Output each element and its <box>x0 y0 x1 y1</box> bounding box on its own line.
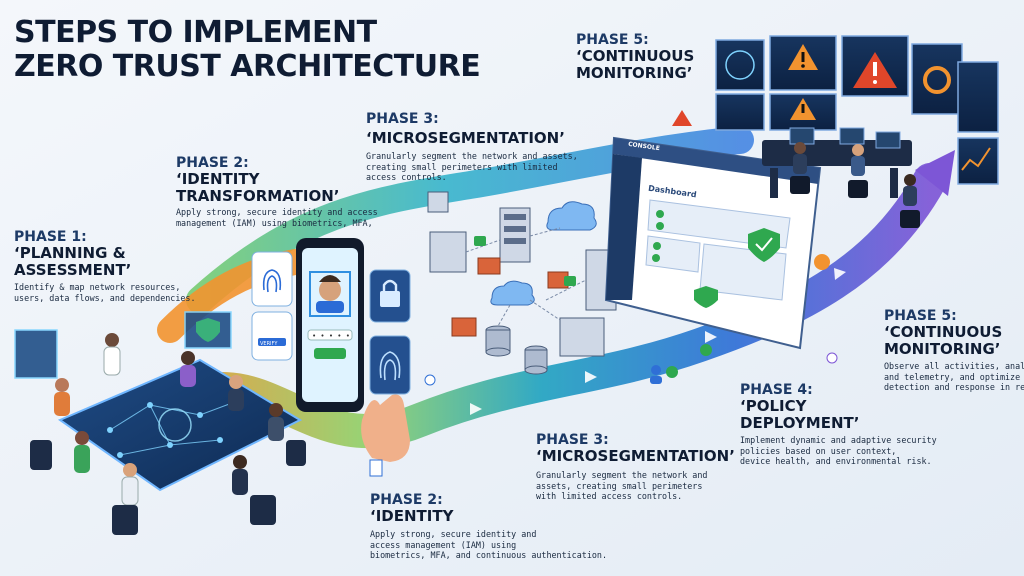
cloud-icon <box>546 201 597 231</box>
phase-desc: biometrics, MFA, and continuous authenti… <box>370 550 607 560</box>
verify-button: VERIFY <box>260 341 278 347</box>
doc-icon <box>369 459 383 477</box>
phase-desc: users, data flows, and dependencies. <box>14 292 196 303</box>
phase-name: ‘MICROSEGMENTATION’ <box>366 129 565 147</box>
shield-check-icon <box>748 228 780 262</box>
hand <box>361 394 410 462</box>
page-title: STEPS TO IMPLEMENT ZERO TRUST ARCHITECTU… <box>14 15 481 84</box>
phase-5-top-block: PHASE 5: ‘CONTINUOUS MONITORING’ <box>576 32 694 82</box>
meeting-table-scene <box>14 311 306 535</box>
title-line-2: ZERO TRUST ARCHITECTURE <box>14 49 481 84</box>
dashboard-panel <box>604 136 830 350</box>
network-scene <box>427 191 617 375</box>
phase-desc: access management (IAM) using <box>370 539 517 550</box>
process-arrow-head <box>915 150 955 196</box>
phase-label: PHASE 2: <box>370 492 443 508</box>
phase-desc: Apply strong, secure identity and <box>370 529 537 539</box>
fingerprint-icon <box>262 269 282 293</box>
phase-name: ‘POLICY <box>740 397 807 415</box>
phase-label: PHASE 2: <box>176 155 249 171</box>
phase-name: ‘CONTINUOUS <box>884 323 1003 341</box>
phase-name: DEPLOYMENT’ <box>740 414 860 432</box>
phase-name: ASSESSMENT’ <box>14 261 132 279</box>
phase-name: TRANSFORMATION’ <box>176 187 340 205</box>
phase-desc: Granularly segment the network and <box>536 470 708 480</box>
lock-icon <box>380 279 400 307</box>
phase-2-block: PHASE 2: ‘IDENTITY TRANSFORMATION’ Apply… <box>176 155 378 228</box>
phase-name: ‘MICROSEGMENTATION’ <box>536 447 735 465</box>
database-icon <box>485 325 548 375</box>
phase-name: ‘IDENTITY <box>370 507 454 525</box>
phase-1-block: PHASE 1: ‘PLANNING & ASSESSMENT’ Identif… <box>14 229 196 303</box>
phase-desc: management (IAM) using biometrics, MFA, <box>176 217 373 228</box>
warning-icon <box>672 44 897 126</box>
phase-desc: Apply strong, secure identity and access <box>176 207 378 217</box>
phase-label: PHASE 1: <box>14 229 87 245</box>
phase-name: ‘PLANNING & <box>14 244 126 262</box>
process-arrow-lower <box>133 163 947 449</box>
arrow-chevrons <box>470 268 846 415</box>
phase-3-bottom-block: PHASE 3: ‘MICROSEGMENTATION’ Granularly … <box>536 432 735 502</box>
phase-desc: Implement dynamic and adaptive security <box>740 435 937 445</box>
phase-label: PHASE 5: <box>884 308 957 324</box>
phase-5-right-block: PHASE 5: ‘CONTINUOUS MONITORING’ Observe… <box>884 308 1024 393</box>
phase-desc: Identify & map network resources, <box>14 282 181 292</box>
phase-name: ‘CONTINUOUS <box>576 47 695 65</box>
phase-label: PHASE 3: <box>536 432 609 448</box>
phase-desc: Granularly segment the network and asset… <box>366 151 578 161</box>
phase-name: MONITORING’ <box>576 64 693 82</box>
phase-desc: creating small perimeters with limited <box>366 161 558 172</box>
server-icon <box>499 207 531 263</box>
phase-2-bottom-block: PHASE 2: ‘IDENTITY Apply strong, secure … <box>370 492 607 561</box>
phase-desc: access controls. <box>366 172 447 182</box>
phase-name: MONITORING’ <box>884 340 1001 358</box>
phase-3-block: PHASE 3: ‘MICROSEGMENTATION’ Granularly … <box>366 111 578 183</box>
phase-name: ‘IDENTITY <box>176 170 260 188</box>
monitoring-room <box>672 35 999 228</box>
phase-desc: policies based on user context, <box>740 445 897 456</box>
phase-desc: Observe all activities, analyze logs <box>884 361 1024 371</box>
phase-desc: and telemetry, and optimize threat <box>884 371 1024 382</box>
phone-scene: • • • • • VERIFY <box>251 238 411 462</box>
shield-icon <box>196 318 220 342</box>
title-line-1: STEPS TO IMPLEMENT <box>14 15 377 50</box>
svg-text:• • • • •: • • • • • <box>312 332 350 340</box>
phase-desc: with limited access controls. <box>536 491 683 501</box>
phase-desc: assets, creating small perimeters <box>536 480 703 491</box>
phase-label: PHASE 5: <box>576 32 649 48</box>
phase-4-block: PHASE 4: ‘POLICY DEPLOYMENT’ Implement d… <box>740 382 937 467</box>
user-check-icon <box>650 365 662 384</box>
phase-label: PHASE 3: <box>366 111 439 127</box>
firewall-icon <box>451 257 569 337</box>
team-members <box>54 333 284 506</box>
phase-label: PHASE 4: <box>740 382 813 398</box>
phase-desc: device health, and environmental risk. <box>740 456 932 466</box>
phase-desc: detection and response in real-time. <box>884 382 1024 392</box>
